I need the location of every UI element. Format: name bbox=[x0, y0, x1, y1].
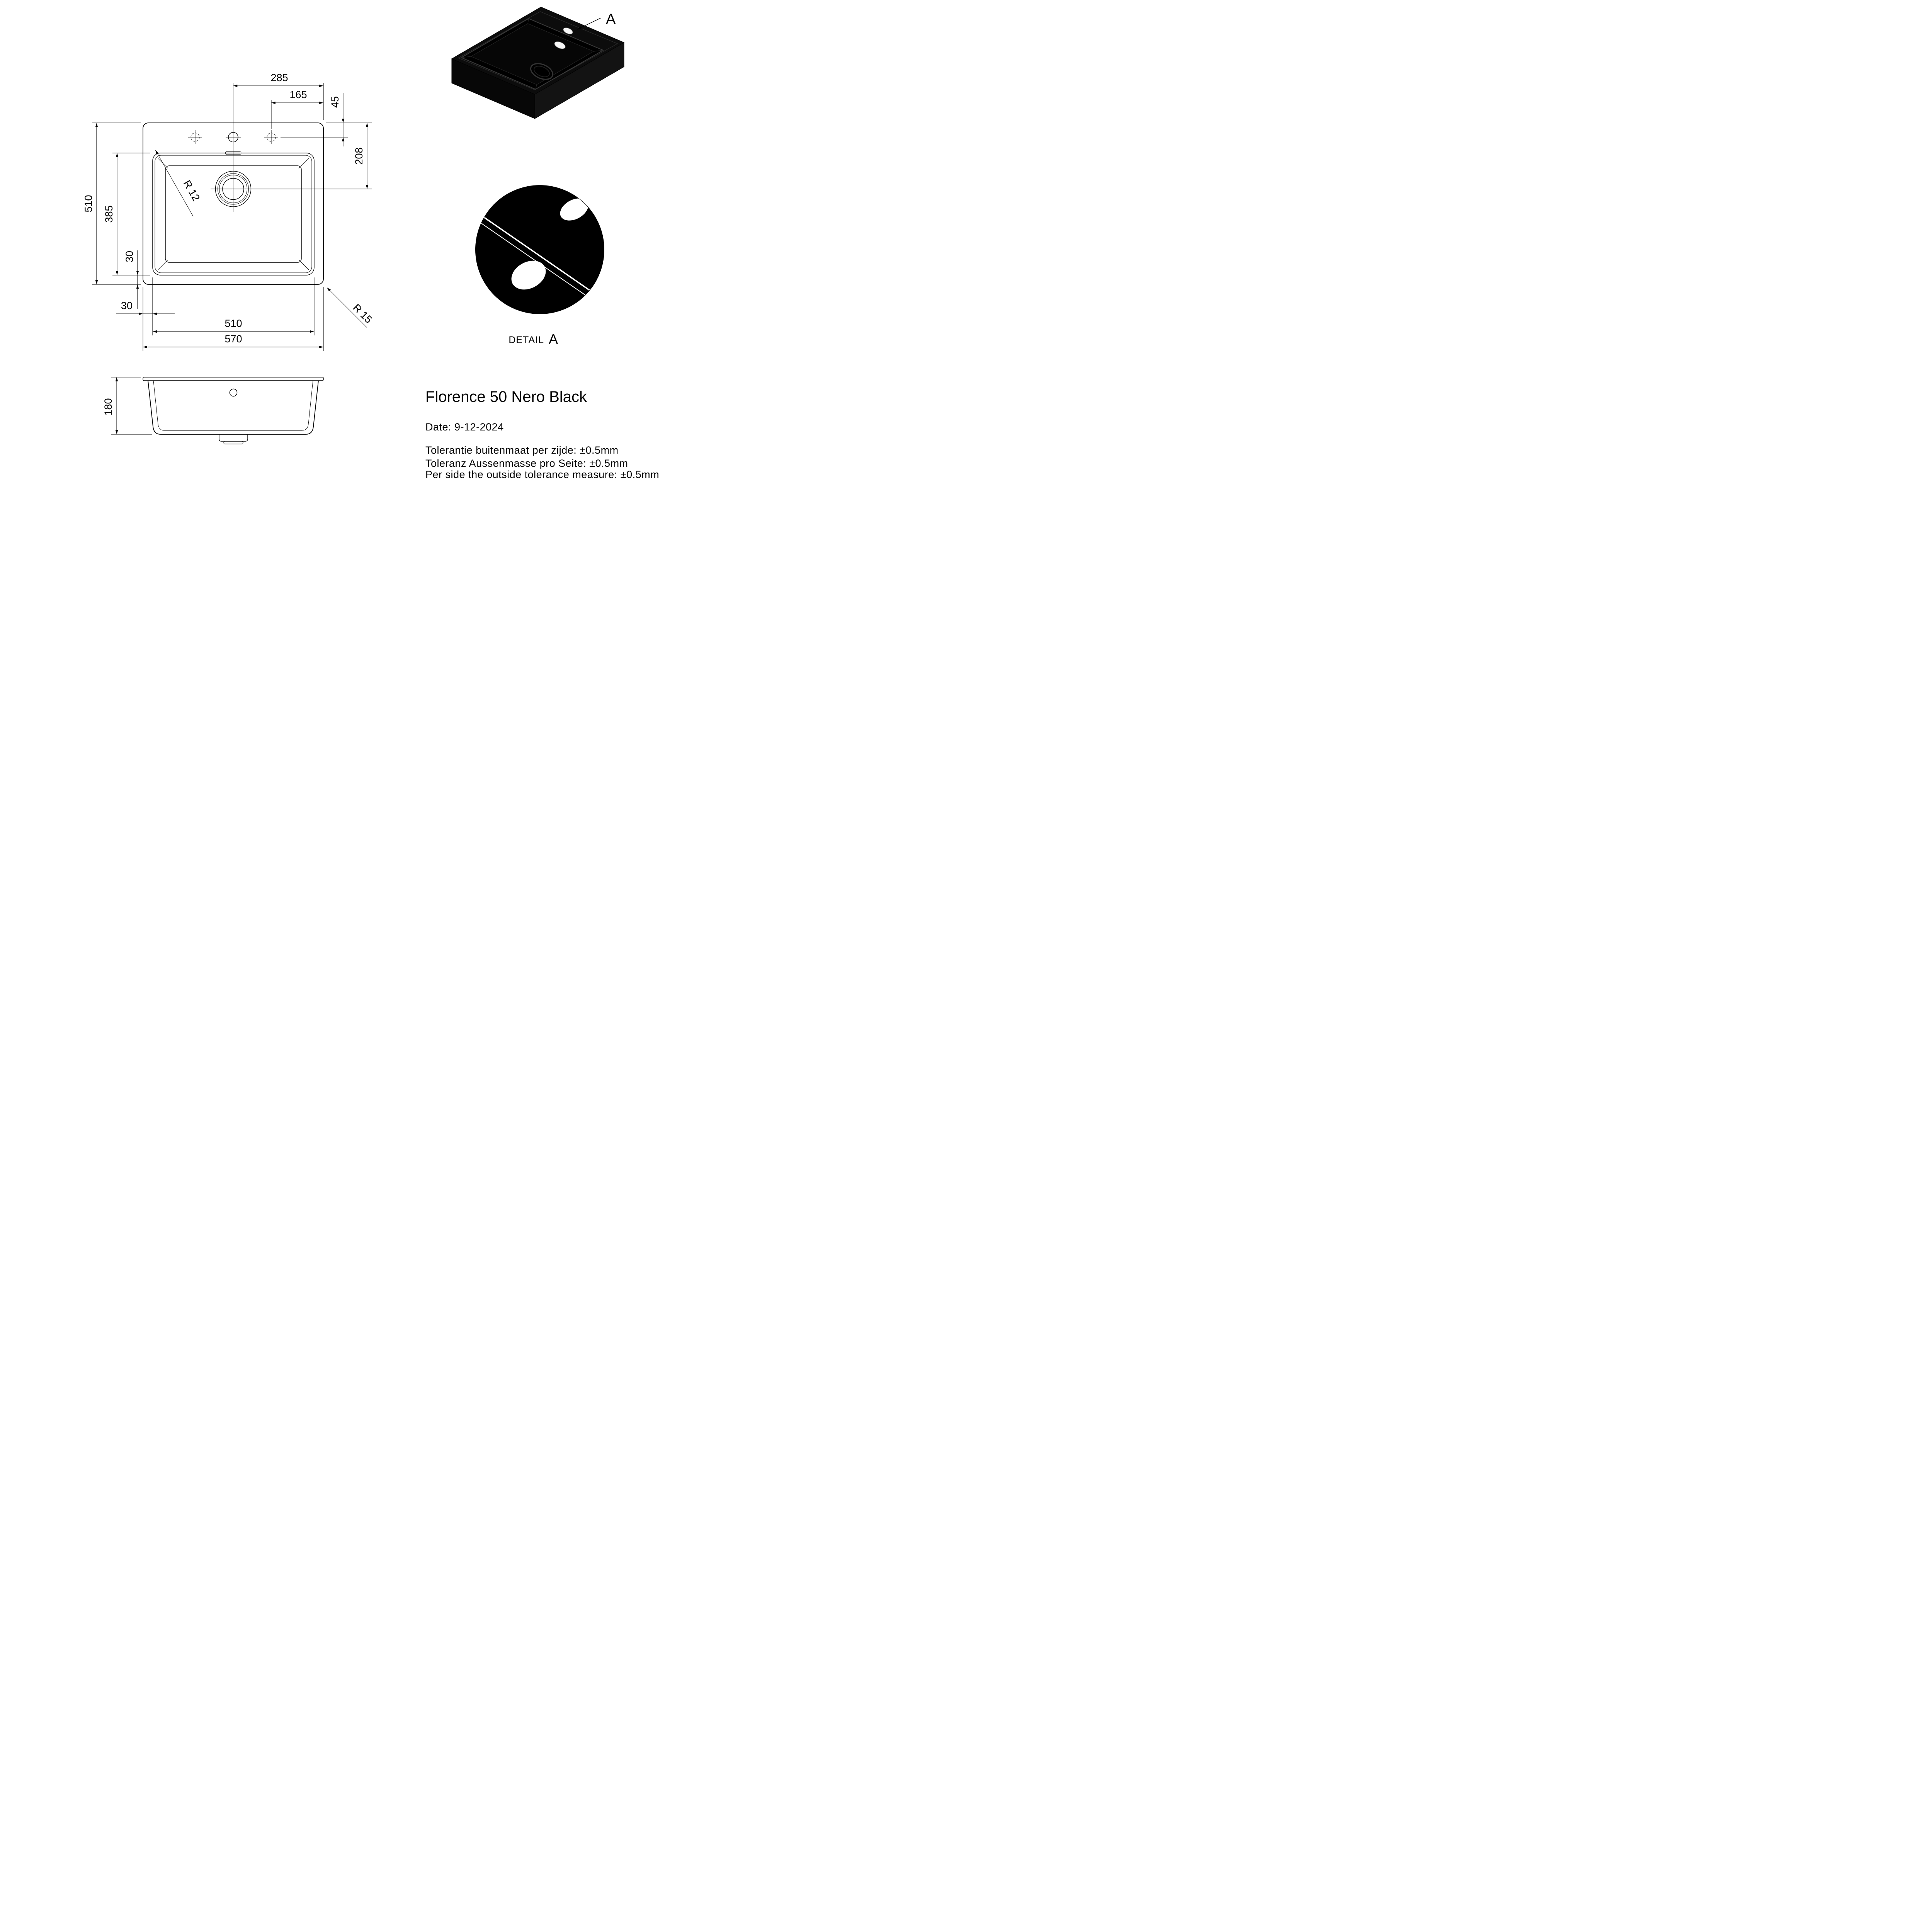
dim-180-label: 180 bbox=[102, 398, 114, 415]
leader-line bbox=[155, 150, 194, 217]
dim-510-horizontal: 510 bbox=[153, 277, 315, 335]
tolerance-line-de: Toleranz Aussenmasse pro Seite: ±0.5mm bbox=[425, 458, 628, 469]
deck-hole bbox=[229, 388, 238, 397]
knockout-hole-left bbox=[188, 130, 202, 144]
knockout-hole-right bbox=[264, 130, 278, 144]
info-block: Florence 50 Nero Black Date: 9-12-2024 T… bbox=[425, 388, 659, 479]
dim-208: 208 bbox=[353, 123, 369, 189]
drain-hole bbox=[534, 66, 550, 77]
bowl-wall-edge bbox=[593, 50, 604, 52]
dim-165-label: 165 bbox=[289, 89, 307, 100]
sink-deck-edge-highlight bbox=[457, 11, 618, 90]
product-title: Florence 50 Nero Black bbox=[425, 388, 587, 405]
drain-3d bbox=[530, 63, 553, 80]
drain-boss bbox=[219, 434, 248, 442]
dim-510h-label: 510 bbox=[224, 318, 242, 329]
tolerance-line-en: Per side the outside tolerance measure: … bbox=[425, 469, 659, 479]
body-outline bbox=[148, 380, 319, 435]
bowl-corner-chamfer bbox=[298, 259, 309, 270]
dim-385: 385 bbox=[103, 153, 150, 276]
side-view: 180 bbox=[102, 377, 324, 444]
dim-45-label: 45 bbox=[329, 96, 341, 108]
deck-hole-a bbox=[563, 27, 573, 34]
dim-570: 570 bbox=[143, 287, 324, 351]
leader-line bbox=[577, 17, 602, 30]
dim-45: 45 bbox=[281, 93, 372, 146]
dim-30v-label: 30 bbox=[124, 251, 135, 262]
bowl-wall-edge bbox=[535, 84, 537, 90]
plan-view: 285 165 45 208 510 bbox=[83, 72, 374, 351]
detail-letter: A bbox=[549, 331, 558, 347]
dim-30h-label: 30 bbox=[121, 300, 133, 311]
dim-30-vertical: 30 bbox=[124, 250, 139, 309]
tolerance-line-nl: Tolerantie buitenmaat per zijde: ±0.5mm bbox=[425, 444, 619, 456]
detail-label: DETAIL bbox=[509, 335, 544, 345]
bowl-corner-chamfer bbox=[298, 158, 309, 169]
iso-view: A bbox=[451, 7, 625, 119]
drawing-sheet: 285 165 45 208 510 bbox=[0, 0, 678, 479]
dim-385-label: 385 bbox=[103, 205, 115, 223]
bowl-corner-chamfer bbox=[158, 259, 168, 270]
bowl-wall-edge bbox=[527, 18, 529, 24]
body-inner-wall bbox=[153, 380, 313, 431]
callout-a: A bbox=[577, 11, 616, 30]
dim-165: 165 bbox=[271, 89, 324, 129]
tap-hole-center bbox=[226, 132, 241, 143]
dim-30-horizontal: 30 bbox=[116, 277, 175, 351]
dim-570-label: 570 bbox=[224, 333, 242, 345]
technical-drawing: 285 165 45 208 510 bbox=[83, 7, 659, 479]
callout-a-label: A bbox=[606, 11, 616, 27]
radius-r15-label: R 15 bbox=[351, 302, 375, 326]
dim-180: 180 bbox=[102, 377, 152, 435]
dim-285-label: 285 bbox=[270, 72, 288, 83]
date-line: Date: 9-12-2024 bbox=[425, 421, 504, 433]
radius-r12-leader: R 12 bbox=[155, 150, 202, 217]
detail-view: DETAIL A bbox=[475, 185, 604, 347]
detail-contents bbox=[480, 198, 604, 306]
leader-line bbox=[327, 287, 367, 328]
edge-highlight bbox=[483, 216, 604, 301]
radius-r15-leader: R 15 bbox=[327, 287, 374, 328]
bowl-wall-edge bbox=[461, 56, 471, 58]
deck-hole-b bbox=[554, 41, 566, 49]
detail-hole-large bbox=[511, 260, 546, 290]
dim-510v-label: 510 bbox=[83, 195, 94, 212]
drain-boss-lip bbox=[223, 441, 243, 444]
dim-208-label: 208 bbox=[353, 147, 365, 165]
detail-hole-small bbox=[560, 198, 588, 221]
dim-510-vertical: 510 bbox=[83, 122, 141, 285]
flange bbox=[143, 377, 324, 381]
dim-285: 285 bbox=[233, 72, 324, 120]
radius-r12-label: R 12 bbox=[181, 178, 202, 203]
